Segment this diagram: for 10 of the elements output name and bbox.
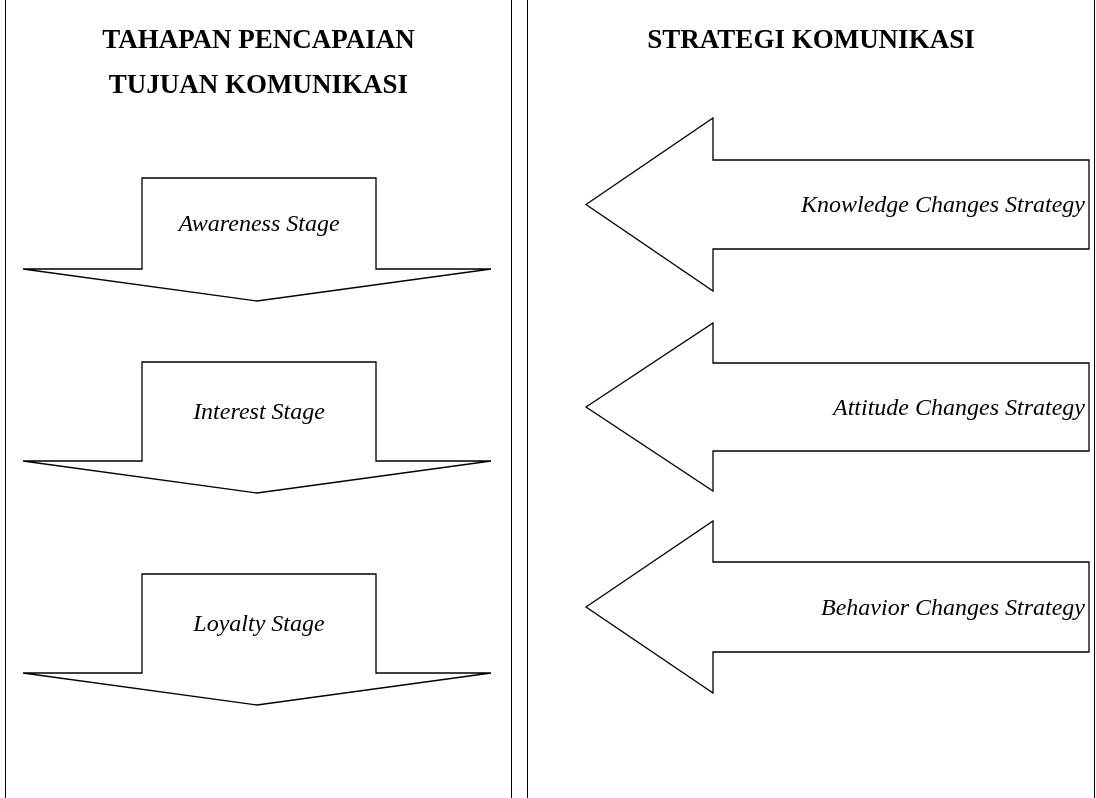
- stage-label: Loyalty Stage: [192, 609, 326, 638]
- stage-label: Interest Stage: [192, 397, 326, 426]
- strategy-label: Attitude Changes Strategy: [831, 392, 1085, 422]
- strategy-label: Behavior Changes Strategy: [820, 592, 1085, 622]
- panel-heading: TAHAPAN PENCAPAIAN TUJUAN KOMUNIKASI: [101, 23, 416, 101]
- panel: [5, 0, 512, 798]
- strategy-label: Knowledge Changes Strategy: [800, 190, 1085, 219]
- panel: [527, 0, 1095, 798]
- panel-heading: STRATEGI KOMUNIKASI: [646, 23, 976, 56]
- stage-label: Awareness Stage: [176, 209, 341, 238]
